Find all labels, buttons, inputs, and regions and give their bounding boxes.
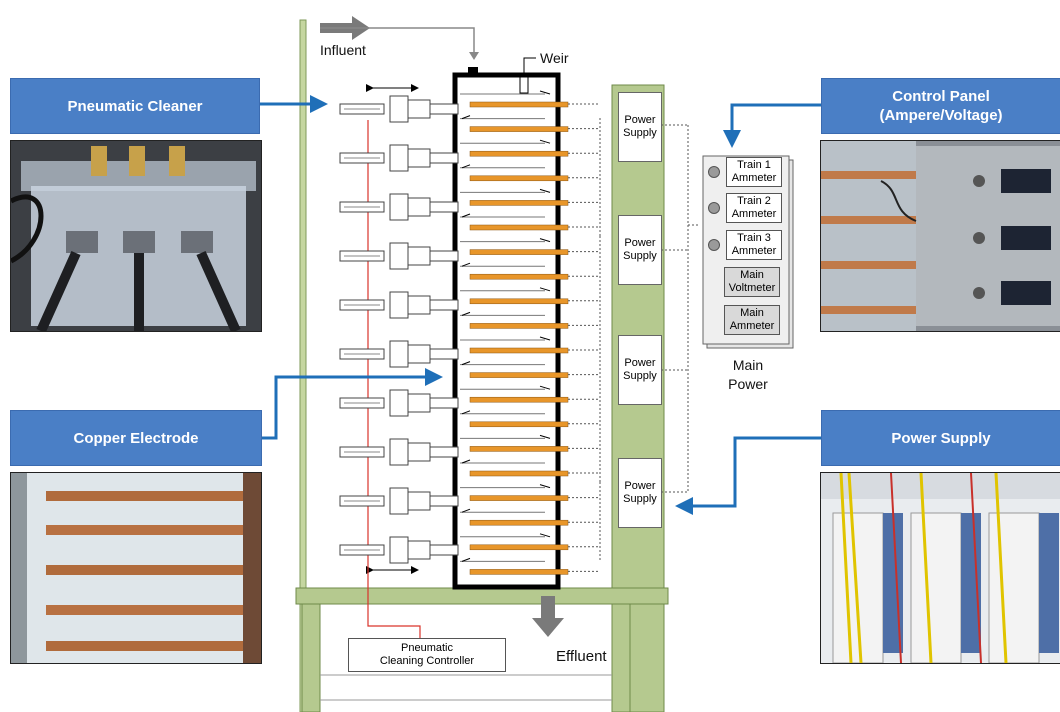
copper-electrode-plate — [470, 569, 568, 574]
pneumatic-cylinder — [340, 439, 458, 465]
meter-label: Main Ammeter — [724, 305, 780, 335]
copper-electrode-plate — [470, 545, 568, 550]
copper-electrode-plate — [470, 446, 568, 451]
main-voltmeter: Main Voltmeter — [724, 267, 780, 297]
copper-electrode-plate — [470, 496, 568, 501]
meter-label: Train 1 Ammeter — [726, 157, 782, 187]
knob-icon — [708, 166, 720, 178]
callout-power-supply: Power Supply — [821, 410, 1060, 466]
power-supply-box-1: Power Supply — [618, 92, 662, 162]
main-ammeter: Main Ammeter — [724, 305, 780, 335]
copper-electrode-plate — [470, 225, 568, 230]
copper-electrode-photo — [10, 472, 262, 664]
copper-electrode-plate — [470, 520, 568, 525]
control-panel-photo — [820, 140, 1060, 332]
pneumatic-cleaner-photo — [10, 140, 262, 332]
pneumatic-cylinder — [340, 96, 458, 122]
copper-electrode-plate — [470, 200, 568, 205]
copper-electrode-plate — [470, 274, 568, 279]
pneumatic-cylinder — [340, 243, 458, 269]
copper-electrode-plate — [470, 397, 568, 402]
copper-electrode-plate — [470, 299, 568, 304]
pneumatic-cylinder — [340, 194, 458, 220]
copper-electrode-plate — [470, 250, 568, 255]
copper-electrode-plate — [470, 348, 568, 353]
copper-electrode-plate — [470, 422, 568, 427]
effluent-label: Effluent — [556, 648, 607, 665]
callout-pneumatic-cleaner: Pneumatic Cleaner — [10, 78, 260, 134]
pneumatic-cylinder — [340, 488, 458, 514]
copper-electrode-plate — [470, 127, 568, 132]
callout-copper-electrode: Copper Electrode — [10, 410, 262, 466]
meter-train-2: Train 2 Ammeter — [708, 193, 782, 223]
pneumatic-cylinder — [340, 537, 458, 563]
frame-leg-right — [612, 604, 630, 712]
main-power-panel: Train 1 Ammeter Train 2 Ammeter Train 3 … — [700, 153, 786, 341]
knob-icon — [708, 202, 720, 214]
influent-label: Influent — [320, 42, 366, 58]
meter-label: Main Voltmeter — [724, 267, 780, 297]
knob-icon — [708, 239, 720, 251]
power-supply-box-4: Power Supply — [618, 458, 662, 528]
pneumatic-cylinder — [340, 292, 458, 318]
pneumatic-cylinder — [340, 341, 458, 367]
power-supply-photo — [820, 472, 1060, 664]
copper-electrode-plate — [470, 151, 568, 156]
pneumatic-cylinder — [340, 390, 458, 416]
copper-electrode-plate — [470, 471, 568, 476]
meter-label: Train 3 Ammeter — [726, 230, 782, 260]
copper-electrode-plate — [470, 102, 568, 107]
power-supply-pointer — [678, 438, 822, 506]
pneumatic-cleaning-controller: Pneumatic Cleaning Controller — [348, 638, 506, 672]
callout-control-panel: Control Panel (Ampere/Voltage) — [821, 78, 1060, 134]
weir-label: Weir — [540, 50, 569, 66]
power-supply-box-3: Power Supply — [618, 335, 662, 405]
meter-label: Train 2 Ammeter — [726, 193, 782, 223]
meter-train-3: Train 3 Ammeter — [708, 230, 782, 260]
meter-train-1: Train 1 Ammeter — [708, 157, 782, 187]
copper-electrode-plate — [470, 373, 568, 378]
frame-table-top — [296, 588, 668, 604]
copper-electrode-plate — [470, 323, 568, 328]
main-power-label: Main Power — [718, 356, 778, 394]
frame-leg-left — [302, 604, 320, 712]
copper-electrode-plate — [470, 176, 568, 181]
pneumatic-cylinder — [340, 145, 458, 171]
inlet-port — [468, 67, 478, 75]
weir-icon — [520, 77, 528, 93]
control-panel-pointer — [732, 105, 822, 145]
power-supply-box-2: Power Supply — [618, 215, 662, 285]
